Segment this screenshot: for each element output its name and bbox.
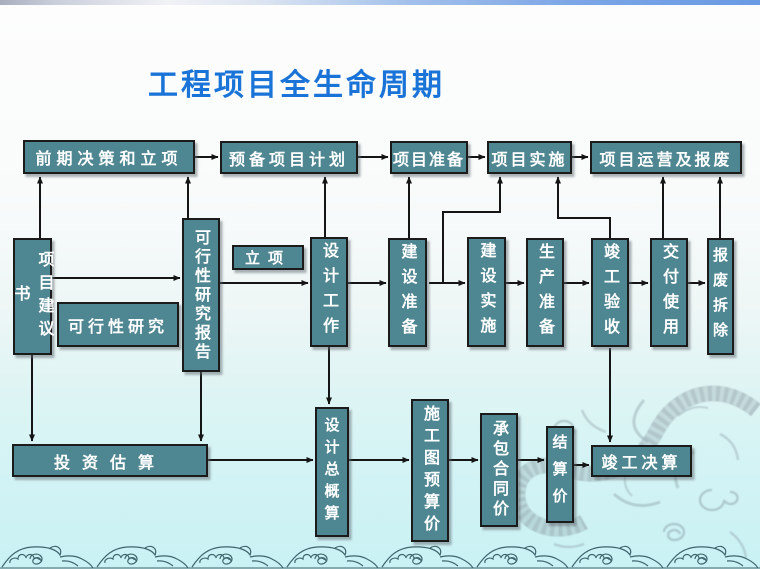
box-preliminary-project-plan: 预备项目计划 — [220, 141, 358, 174]
box-contract-price: 承包合同价 — [480, 413, 518, 527]
box-construction-drawing-budget-price: 施工图预算价 — [411, 399, 449, 542]
box-construction-implementation: 建设实施 — [467, 237, 506, 347]
box-project-implementation: 项目实施 — [487, 141, 572, 174]
box-production-preparation: 生产准备 — [526, 238, 564, 347]
box-construction-preparation: 建设准备 — [388, 238, 427, 347]
wave-pattern-border — [0, 537, 760, 569]
box-investment-estimate: 投资估算 — [12, 444, 208, 477]
box-scrap-and-demolition: 报废拆除 — [707, 238, 734, 355]
box-design-work: 设计工作 — [310, 237, 348, 347]
box-design-overall-budget: 设计总概算 — [315, 407, 349, 537]
box-early-decision-and-approval: 前期决策和立项 — [23, 140, 195, 174]
box-project-preparation: 项目准备 — [390, 141, 468, 174]
page-title: 工程项目全生命周期 — [148, 69, 445, 102]
box-project-operation-and-scrap: 项目运营及报废 — [590, 141, 742, 174]
box-delivery-for-use: 交付使用 — [650, 238, 688, 347]
accent-bar — [0, 0, 760, 5]
box-project-proposal: 项目建议书 — [12, 238, 55, 355]
box-settlement-price: 结算价 — [546, 426, 574, 523]
box-feasibility-study-report: 可行性研究报告 — [182, 218, 220, 372]
box-feasibility-study: 可行性研究 — [57, 302, 179, 347]
box-completion-final-account: 竣工决算 — [591, 445, 692, 477]
box-completion-acceptance: 竣工验收 — [591, 238, 629, 347]
box-project-approval: 立项 — [232, 245, 304, 270]
